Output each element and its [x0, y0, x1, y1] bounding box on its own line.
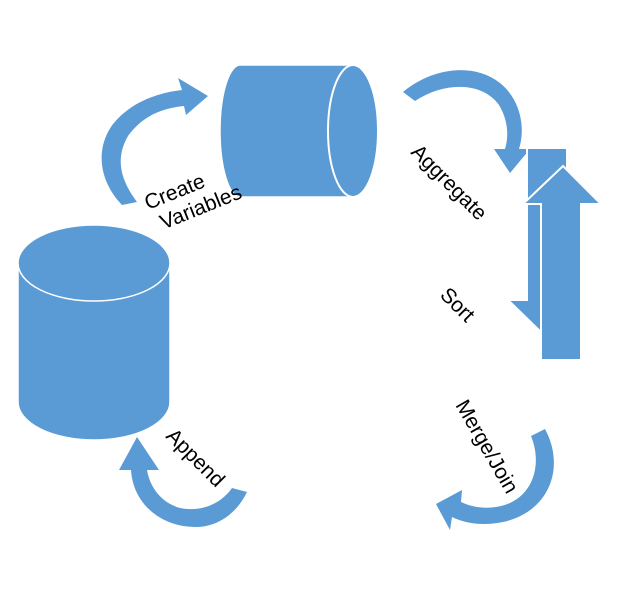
- aggregate-label: Aggregate: [406, 140, 491, 225]
- up-arrow: [520, 164, 604, 361]
- sort-label: Sort: [435, 283, 479, 327]
- create-variables-arrow: [101, 78, 208, 205]
- sort-double-arrow: [505, 147, 604, 361]
- cylinder-body: [17, 262, 171, 441]
- aggregate-arrow: [403, 70, 530, 173]
- dataset-cylinder-horizontal: [219, 64, 379, 198]
- append-label: Append: [161, 424, 228, 491]
- merge-join-arrow: [436, 429, 554, 530]
- cylinder-body: [219, 64, 354, 198]
- cylinder-end: [327, 64, 379, 198]
- cylinder-top: [17, 224, 171, 302]
- merge-join-label: Merge/Join: [451, 396, 523, 497]
- append-arrow: [119, 437, 247, 527]
- dataset-cylinder-vertical: [17, 224, 171, 441]
